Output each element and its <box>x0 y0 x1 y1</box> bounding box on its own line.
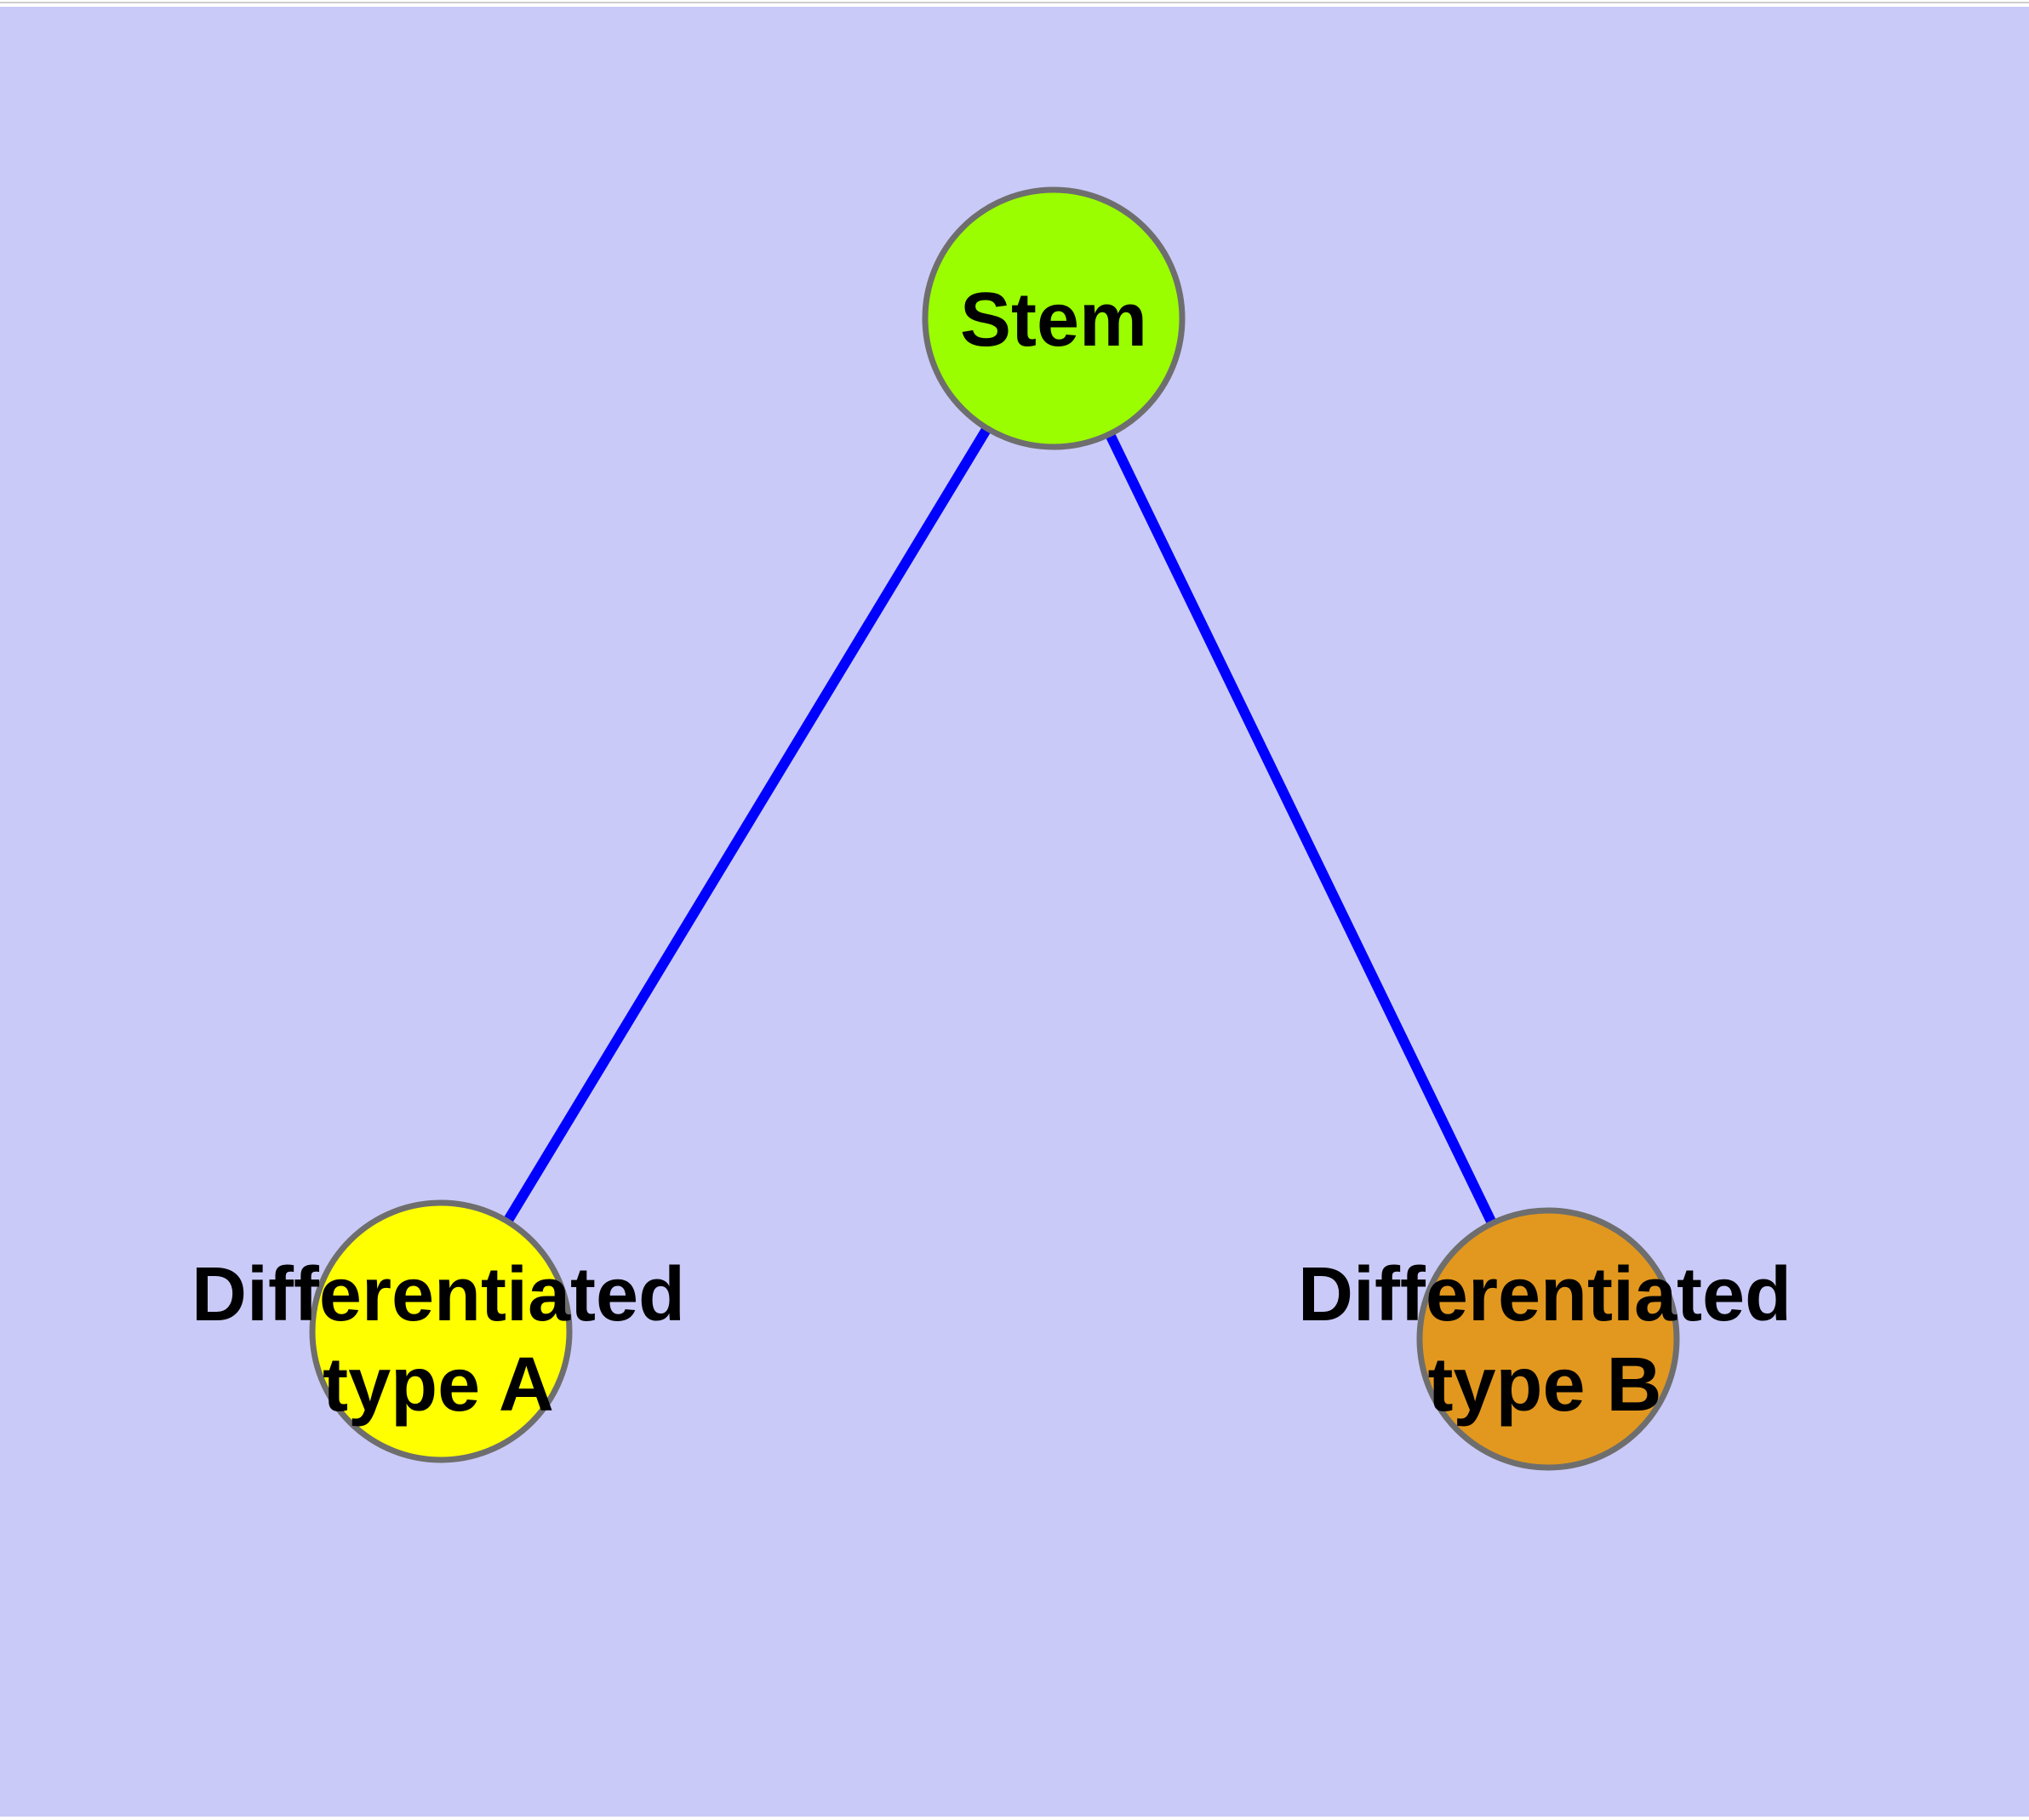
node-differentiated-type-a <box>309 1199 573 1463</box>
edge-stem-to-type-b <box>1049 316 1553 1342</box>
node-differentiated-type-b <box>1416 1207 1680 1471</box>
node-type-a-label-line2: type A <box>323 1342 554 1428</box>
edge-stem-to-type-a <box>436 315 1059 1335</box>
node-type-b-label-line1: Differentiated <box>1298 1252 1792 1337</box>
top-hairline <box>0 2 2029 3</box>
node-type-a-label-line1: Differentiated <box>191 1252 685 1337</box>
node-type-b-label-line2: type B <box>1427 1342 1661 1428</box>
node-stem-label: Stem <box>960 278 1147 363</box>
node-stem <box>922 186 1186 450</box>
